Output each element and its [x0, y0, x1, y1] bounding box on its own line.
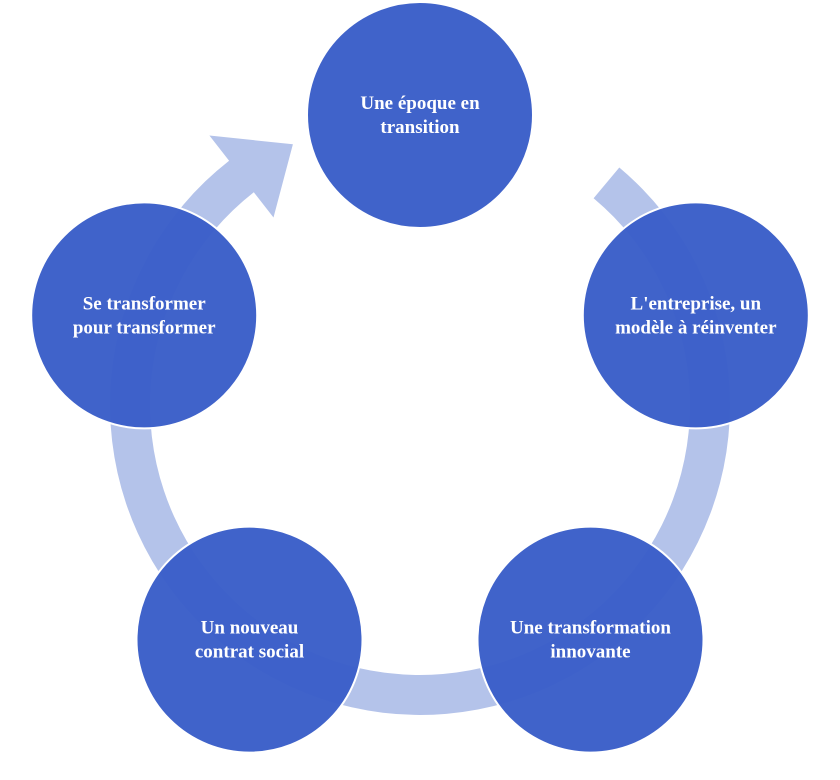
node-label: innovante: [550, 642, 630, 663]
node-contrat: Un nouveau contrat social: [135, 525, 364, 754]
node-circle: [581, 201, 810, 430]
node-label: modèle à réinventer: [615, 317, 777, 338]
node-circle: [135, 525, 364, 754]
node-transformation: Une transformation innovante: [476, 525, 705, 754]
node-circle: [30, 201, 259, 430]
node-circle: [476, 525, 705, 754]
node-label: Se transformer: [83, 293, 206, 314]
node-label: pour transformer: [73, 317, 216, 338]
node-epoque: Une époque en transition: [306, 1, 534, 229]
node-label: contrat social: [195, 642, 304, 663]
node-label: transition: [380, 117, 460, 138]
node-label: Une transformation: [510, 618, 671, 639]
node-label: Un nouveau: [201, 618, 299, 639]
node-label: Une époque en: [360, 93, 480, 114]
node-transformer: Se transformer pour transformer: [30, 201, 259, 430]
node-circle: [306, 1, 534, 229]
node-entreprise: L'entreprise, un modèle à réinventer: [581, 201, 810, 430]
node-label: L'entreprise, un: [631, 293, 762, 314]
